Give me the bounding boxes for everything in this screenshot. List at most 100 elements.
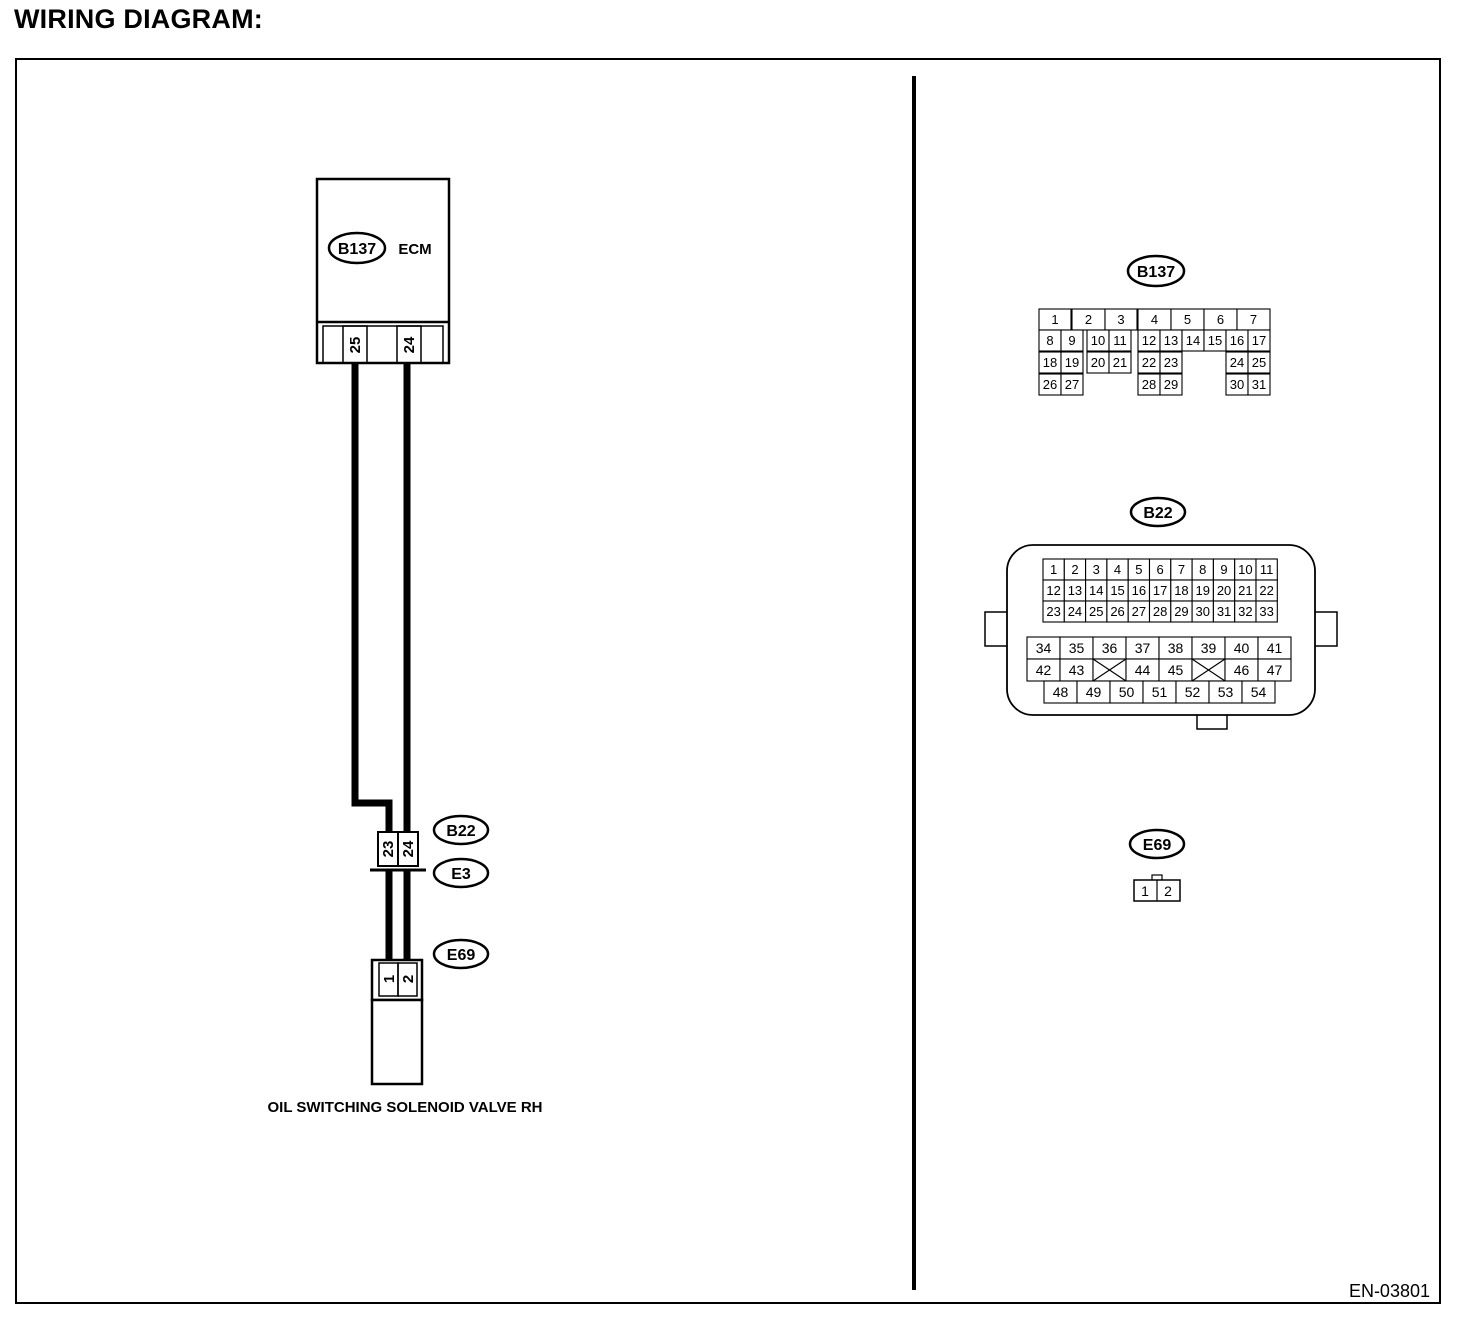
face-b22-pin-26: 26 (1110, 604, 1124, 619)
face-b137-pin-13: 13 (1164, 333, 1178, 348)
joint-pin-23: 23 (380, 841, 397, 858)
face-b22-pin-37: 37 (1135, 640, 1151, 656)
face-b22-pin-19: 19 (1196, 583, 1210, 598)
face-b137-label: B137 (1137, 264, 1175, 281)
face-b22-pin-27: 27 (1132, 604, 1146, 619)
face-b22-pin-21: 21 (1238, 583, 1252, 598)
face-b137-pin-25: 25 (1252, 355, 1266, 370)
face-b22-pin-29: 29 (1174, 604, 1188, 619)
face-b137-pin-17: 17 (1252, 333, 1266, 348)
face-b22-pin-17: 17 (1153, 583, 1167, 598)
face-b22-pin-46: 46 (1234, 662, 1250, 678)
face-b137-pin-23: 23 (1164, 355, 1178, 370)
valve-pin-1: 1 (381, 975, 398, 983)
face-b22-pin-50: 50 (1119, 684, 1135, 700)
face-b22-pin-39: 39 (1201, 640, 1217, 656)
face-b22-pin-30: 30 (1196, 604, 1210, 619)
face-b22-pin-52: 52 (1185, 684, 1201, 700)
face-b22-pin-54: 54 (1251, 684, 1267, 700)
face-b22-label: B22 (1143, 505, 1172, 522)
face-b137-pin-18: 18 (1043, 355, 1057, 370)
face-b137-pin-22: 22 (1142, 355, 1156, 370)
face-b137-pin-19-cell (1060, 351, 1084, 374)
face-b22-pin-20: 20 (1217, 583, 1231, 598)
diagram-frame (15, 58, 1441, 1304)
face-b22-pin-43: 43 (1069, 662, 1085, 678)
ecm-pin-24: 24 (401, 336, 418, 353)
ecm-connector-housing (322, 325, 444, 364)
face-b137-pin-27-cell (1060, 373, 1084, 396)
ecm-box (315, 177, 451, 365)
face-b22-pin-23: 23 (1046, 604, 1060, 619)
joint-e3-label: E3 (451, 866, 471, 883)
face-b137-pin-7: 7 (1250, 312, 1257, 327)
face-b137-pin-29-cell (1159, 373, 1183, 396)
face-b137-pin-6: 6 (1217, 312, 1224, 327)
face-e69-pin-2: 2 (1164, 883, 1172, 899)
face-b137-pin-20: 20 (1091, 355, 1105, 370)
face-b137-pin-9-cell (1060, 329, 1084, 352)
face-b22-latch-left (984, 611, 1010, 647)
face-b22-pin-14: 14 (1089, 583, 1103, 598)
face-b137-pin-16: 16 (1230, 333, 1244, 348)
face-b137-pin-23-cell (1159, 351, 1183, 374)
ecm-connector-tag (327, 231, 387, 265)
face-b22-pin-9: 9 (1220, 562, 1227, 577)
unused-cavity-mark (1092, 658, 1127, 682)
face-b22-pin-33: 33 (1259, 604, 1273, 619)
face-b137-pin-11: 11 (1113, 333, 1127, 348)
face-b137-pin-29: 29 (1164, 377, 1178, 392)
face-b22-pin-22: 22 (1259, 583, 1273, 598)
face-b22-pin-45: 45 (1168, 662, 1184, 678)
face-b137-pin-8: 8 (1046, 333, 1053, 348)
face-b137-pin-15: 15 (1208, 333, 1222, 348)
unused-cavity-mark (1191, 658, 1226, 682)
face-b22-tag (1129, 496, 1187, 528)
joint-pin-24: 24 (400, 840, 417, 857)
face-b137-pin-1: 1 (1051, 312, 1058, 327)
valve-body (370, 998, 424, 1086)
face-e69-label: E69 (1143, 837, 1172, 854)
page-title: WIRING DIAGRAM: (14, 4, 263, 34)
joint-b22-label: B22 (446, 823, 475, 840)
face-b137-pin-4: 4 (1151, 312, 1158, 327)
face-b22-pin-48: 48 (1053, 684, 1069, 700)
face-b22-pin-31: 31 (1217, 604, 1231, 619)
face-b22-pin-15: 15 (1110, 583, 1124, 598)
face-b22-pin-44: 44 (1135, 662, 1151, 678)
face-b22-pin-4: 4 (1114, 562, 1121, 577)
face-b22-pin-1: 1 (1050, 562, 1057, 577)
valve-pin-2: 2 (400, 975, 417, 983)
face-b137-pin-30: 30 (1230, 377, 1244, 392)
figure-id: EN-03801 (1349, 1281, 1430, 1301)
face-b137-pin-26: 26 (1043, 377, 1057, 392)
face-b22-pin-40: 40 (1234, 640, 1250, 656)
face-b137-pin-3: 3 (1117, 312, 1124, 327)
face-b22-pin-28: 28 (1153, 604, 1167, 619)
face-b22-pin-12: 12 (1046, 583, 1060, 598)
face-b22-pin-38: 38 (1168, 640, 1184, 656)
face-b137-pin-27: 27 (1065, 377, 1079, 392)
valve-label: OIL SWITCHING SOLENOID VALVE RH (267, 1099, 542, 1116)
ecm-connector-label: B137 (338, 241, 376, 258)
joint-e3-tag (432, 857, 490, 889)
face-b137-pin-24: 24 (1230, 355, 1244, 370)
face-b22-latch-right (1312, 611, 1338, 647)
face-b137-pin-12: 12 (1142, 333, 1156, 348)
face-b22-pin-35: 35 (1069, 640, 1085, 656)
face-b22-pin-32: 32 (1238, 604, 1252, 619)
face-b22-pin-16: 16 (1132, 583, 1146, 598)
face-b137-pin-25-cell (1247, 351, 1271, 374)
face-b22-pin-41: 41 (1267, 640, 1283, 656)
face-b22-pin-25: 25 (1089, 604, 1103, 619)
face-b22-pin-11: 11 (1260, 562, 1274, 577)
face-e69-tag (1128, 828, 1186, 860)
face-b137-pin-31: 31 (1252, 377, 1266, 392)
face-b137-pin-21-cell (1108, 351, 1132, 374)
face-b137-pin-2: 2 (1085, 312, 1092, 327)
face-b137-tag (1126, 254, 1186, 288)
face-b22-pin-33-cell (1255, 600, 1278, 623)
face-b22-pin-49: 49 (1086, 684, 1102, 700)
